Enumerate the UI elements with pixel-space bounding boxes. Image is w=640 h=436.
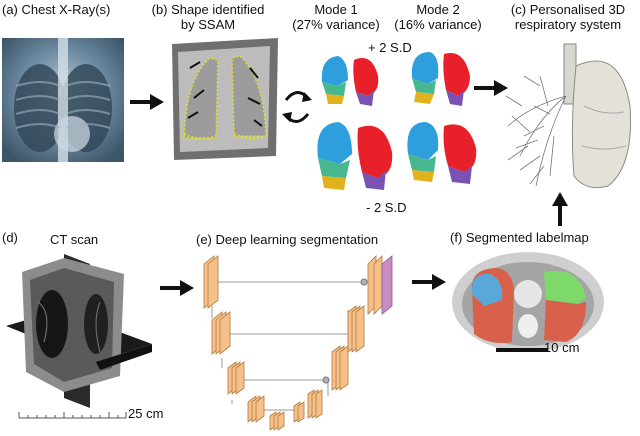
panel-a-label: (a) Chest X-Ray(s)	[2, 2, 111, 17]
mode1-label: Mode 1 (27% variance)	[286, 2, 386, 32]
labelmap-scale-label: 10 cm	[544, 340, 580, 355]
ct-scale-label: 25 cm	[128, 406, 164, 421]
minus-2sd-label: - 2 S.D	[366, 200, 407, 215]
arrow-right-icon	[130, 94, 164, 110]
segmented-labelmap-image	[448, 250, 608, 360]
mode1-label-line2: (27% variance)	[292, 17, 380, 32]
ct-scale-ruler	[18, 410, 128, 420]
ssam-shape-image	[170, 38, 280, 160]
panel-e-label: (e) Deep learning segmentation	[196, 232, 379, 247]
lung-mode1-plus	[318, 52, 384, 108]
lung-mode2-plus	[408, 48, 474, 108]
unet-diagram	[198, 250, 408, 434]
arrow-right-icon	[412, 274, 446, 290]
panel-d-tag: (d)	[2, 230, 18, 245]
arrow-right-icon	[160, 280, 194, 296]
respiratory-3d-model	[500, 36, 636, 196]
arrow-up-icon	[552, 192, 568, 226]
mode2-label-line2: (16% variance)	[394, 17, 482, 32]
panel-c-label-line1: (c) Personalised 3D	[510, 2, 626, 17]
mode2-label: Mode 2 (16% variance)	[388, 2, 488, 32]
panel-c-label: (c) Personalised 3D respiratory system	[498, 2, 638, 32]
panel-b-label-line1: (b) Shape identified	[151, 2, 265, 17]
arrow-right-icon	[474, 80, 508, 96]
panel-b-label: (b) Shape identified by SSAM	[148, 2, 268, 32]
mode1-label-line1: Mode 1	[314, 2, 358, 17]
lung-mode1-minus	[312, 118, 398, 194]
mode2-label-line1: Mode 2	[416, 2, 460, 17]
panel-f-label: (f) Segmented labelmap	[450, 230, 589, 245]
lung-mode2-minus	[402, 118, 482, 186]
chest-xray-image	[2, 38, 124, 162]
ct-scan-title: CT scan	[50, 232, 99, 247]
panel-c-label-line2: respiratory system	[514, 17, 622, 32]
labelmap-scale-bar	[496, 348, 548, 352]
plus-2sd-label: + 2 S.D	[368, 40, 412, 55]
rotate-arrows-icon	[280, 84, 314, 130]
panel-b-label-line2: by SSAM	[180, 17, 236, 32]
ct-scan-image	[4, 252, 154, 412]
